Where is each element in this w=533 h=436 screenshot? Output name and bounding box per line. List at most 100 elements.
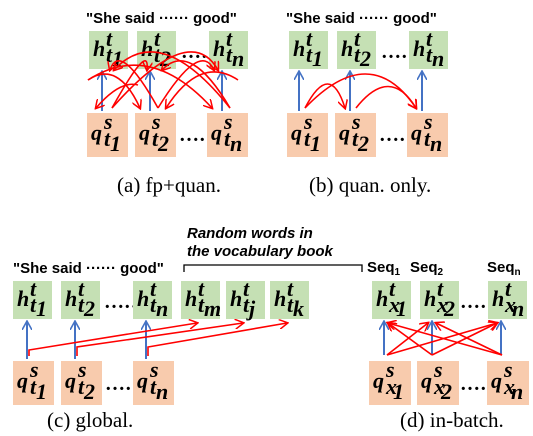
panel-d: Seq1 Seq2 Seqn h t x 1 h t x 2 …… h t x …	[367, 259, 529, 432]
sub-idx: 2	[83, 379, 95, 404]
q-box	[135, 113, 176, 157]
red-arrow	[114, 51, 231, 109]
h-x2-node: h t x 2	[420, 276, 459, 321]
sup-s: s	[503, 357, 513, 382]
quote-text: "She said ······ good"	[286, 10, 437, 27]
h-symbol: h	[376, 286, 388, 311]
red-arrow	[76, 323, 243, 356]
h-box	[420, 281, 459, 319]
sup-s: s	[423, 109, 433, 134]
red-arrow	[166, 71, 239, 108]
sup-t: t	[78, 276, 85, 301]
sub-idx: k	[293, 296, 304, 321]
sup-t: t	[306, 26, 313, 51]
sub-idx: 1	[312, 46, 323, 71]
sub-idx: m	[204, 296, 221, 321]
sub-idx: n	[430, 131, 442, 156]
panel-c: Random words in the vocabulary book "She…	[13, 225, 363, 432]
bracket	[183, 264, 363, 272]
quote-text: "She said ······ good"	[13, 260, 164, 277]
sub-idx: 1	[310, 131, 321, 156]
red-arrow	[436, 323, 503, 356]
q-box	[417, 361, 459, 405]
sup-t: t	[426, 26, 433, 51]
h-box	[226, 281, 265, 319]
h-tm-node: h t t m	[181, 276, 221, 321]
h-symbol: h	[141, 36, 153, 61]
sub-t: t	[106, 42, 113, 67]
h-symbol: h	[93, 36, 105, 61]
q-symbol: q	[65, 368, 76, 393]
caption: (c) global.	[47, 408, 133, 432]
sub-idx: 1	[36, 296, 47, 321]
h-symbol: h	[213, 36, 225, 61]
sub-idx: n	[156, 296, 168, 321]
h-box	[61, 281, 100, 319]
red-arrow	[162, 60, 231, 109]
sub-t: t	[304, 126, 311, 151]
h-symbol: h	[230, 286, 242, 311]
sub-t: t	[150, 374, 157, 399]
sub-idx: 1	[393, 379, 404, 404]
caption: (d) in-batch.	[400, 408, 504, 432]
sub-idx: n	[230, 131, 242, 156]
h-symbol: h	[274, 286, 286, 311]
q-t2-node: q s t 2	[135, 109, 176, 157]
q-symbol: q	[137, 368, 148, 393]
sub-idx: n	[511, 379, 523, 404]
red-arrow	[28, 323, 197, 356]
h-box	[488, 281, 527, 319]
sup-t: t	[354, 26, 361, 51]
sub-t: t	[426, 42, 433, 67]
sub-t: t	[78, 374, 85, 399]
h-t2-node: h t t 2	[337, 26, 376, 71]
q-box	[287, 113, 328, 157]
q-box	[335, 113, 376, 157]
h-box	[13, 281, 52, 319]
panel-a: "She said ······ good" h t t 1 h t t 2 ……	[86, 10, 248, 197]
red-arrow	[111, 60, 147, 109]
sub-x: x	[385, 374, 397, 399]
q-xn-node: q s x n	[487, 357, 529, 405]
sub-t: t	[226, 42, 233, 67]
sub-t: t	[287, 292, 294, 317]
red-arrow	[355, 85, 416, 109]
q-box	[207, 113, 248, 157]
q-symbol: q	[211, 120, 222, 145]
q-t2-node: q s t 2	[61, 357, 102, 405]
sup-s: s	[223, 109, 233, 134]
sup-t: t	[389, 276, 396, 301]
q-x2-node: q s x 2	[417, 357, 459, 405]
h-symbol: h	[341, 36, 353, 61]
sub-t: t	[152, 126, 159, 151]
quote-text: "She said ······ good"	[86, 10, 237, 27]
sub-idx: 1	[36, 379, 47, 404]
sup-s: s	[149, 357, 159, 382]
q-box	[61, 361, 102, 405]
sub-x: x	[504, 292, 516, 317]
sub-t: t	[224, 126, 231, 151]
h-box	[133, 281, 172, 319]
h-box	[289, 31, 328, 69]
sup-s: s	[77, 357, 87, 382]
sub-x: x	[436, 292, 448, 317]
q-symbol: q	[339, 120, 350, 145]
sub-idx: 2	[357, 131, 369, 156]
seq-label: Seq1	[367, 259, 401, 278]
h-x1-node: h t x 1	[372, 276, 411, 321]
h-box	[337, 31, 376, 69]
sup-s: s	[29, 357, 39, 382]
h-tn-node: h t t n	[133, 276, 172, 321]
q-t2-node: q s t 2	[335, 109, 376, 157]
sup-t: t	[287, 276, 294, 301]
sub-t: t	[306, 42, 313, 67]
q-symbol: q	[91, 120, 102, 145]
h-symbol: h	[424, 286, 436, 311]
h-symbol: h	[137, 286, 149, 311]
sub-idx: 1	[112, 46, 123, 71]
h-box	[270, 281, 309, 319]
h-t2-node: h t t 2	[137, 26, 176, 71]
q-symbol: q	[421, 368, 432, 393]
h-symbol: h	[65, 286, 77, 311]
